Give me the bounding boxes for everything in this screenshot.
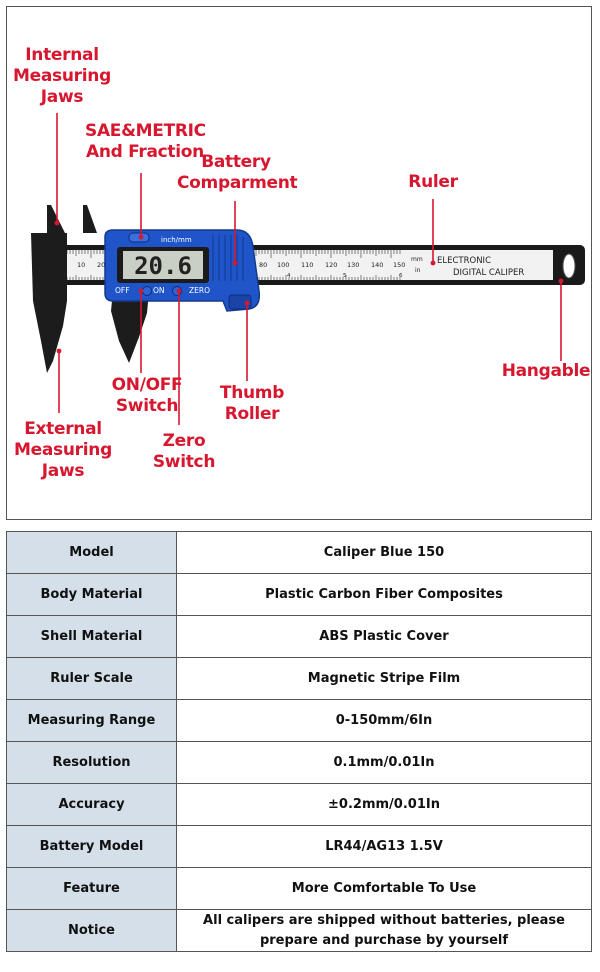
mm-unit-label: mm bbox=[411, 256, 423, 263]
ruler-inch-label: 4 bbox=[287, 273, 291, 279]
brand-line-1: ELECTRONIC bbox=[437, 256, 491, 266]
power-button[interactable] bbox=[142, 286, 152, 296]
label-thumb-roller: Thumb Roller bbox=[219, 383, 285, 424]
ruler-ticks: 10 20 80 100 110 120 130 140 150 4 5 6 bbox=[60, 250, 405, 280]
label-sae-metric: SAE&METRIC And Fraction bbox=[85, 121, 206, 162]
lcd-screen bbox=[123, 251, 203, 279]
hang-hole bbox=[562, 253, 576, 279]
caliper-illustration: 10 20 80 100 110 120 130 140 150 4 5 6 20.6 inch/mm… bbox=[31, 113, 585, 425]
spec-value: LR44/AG13 1.5V bbox=[176, 825, 592, 868]
fixed-internal-jaw bbox=[47, 205, 65, 233]
spec-key: Ruler Scale bbox=[6, 657, 177, 700]
ruler-mm-label: 100 bbox=[277, 261, 289, 269]
spec-key: Notice bbox=[6, 909, 177, 952]
off-label: OFF bbox=[115, 286, 130, 295]
ruler-inch-label: 5 bbox=[343, 273, 347, 279]
callout-leaders bbox=[56, 113, 562, 425]
thumb-roller[interactable] bbox=[228, 294, 252, 310]
unit-toggle-label: inch/mm bbox=[161, 236, 192, 244]
ruler-mm-label: 130 bbox=[347, 261, 359, 269]
label-on-off: ON/OFF Switch bbox=[111, 375, 183, 416]
ruler-mm-label: 10 bbox=[77, 261, 85, 269]
ruler-mm-label: 80 bbox=[259, 261, 267, 269]
ruler-mm-label: 110 bbox=[301, 261, 313, 269]
spec-value: More Comfortable To Use bbox=[176, 867, 592, 910]
caliper-diagram: 10 20 80 100 110 120 130 140 150 4 5 6 20.6 inch/mm… bbox=[6, 6, 592, 520]
spec-key: Model bbox=[6, 531, 177, 574]
label-external-jaws: External Measuring Jaws bbox=[14, 419, 112, 481]
spec-value: Caliper Blue 150 bbox=[176, 531, 592, 574]
label-zero-switch: Zero Switch bbox=[152, 431, 216, 472]
on-label: ON bbox=[153, 286, 165, 295]
fixed-external-jaw bbox=[31, 233, 67, 373]
label-battery: Battery Comparment bbox=[177, 152, 298, 193]
ruler-mm-label: 150 bbox=[393, 261, 405, 269]
label-ruler: Ruler bbox=[408, 172, 458, 192]
spec-value: 0.1mm/0.01In bbox=[176, 741, 592, 784]
zero-label: ZERO bbox=[189, 286, 210, 295]
spec-value: Plastic Carbon Fiber Composites bbox=[176, 573, 592, 616]
battery-compartment bbox=[212, 235, 244, 281]
spec-key: Body Material bbox=[6, 573, 177, 616]
in-unit-label: in bbox=[415, 267, 421, 274]
sliding-internal-jaw bbox=[83, 205, 97, 233]
sliding-external-jaw bbox=[111, 291, 149, 363]
spec-key: Accuracy bbox=[6, 783, 177, 826]
lcd-reading: 20.6 bbox=[134, 252, 192, 280]
ruler-mm-label: 20 bbox=[97, 261, 105, 269]
spec-key: Battery Model bbox=[6, 825, 177, 868]
label-hangable: Hangable bbox=[501, 361, 591, 381]
spec-key: Shell Material bbox=[6, 615, 177, 658]
brand-line-2: DIGITAL CALIPER bbox=[453, 268, 524, 278]
spec-value: Magnetic Stripe Film bbox=[176, 657, 592, 700]
spec-key: Measuring Range bbox=[6, 699, 177, 742]
spec-value: 0-150mm/6In bbox=[176, 699, 592, 742]
ruler-mm-label: 140 bbox=[371, 261, 383, 269]
spec-value: ABS Plastic Cover bbox=[176, 615, 592, 658]
spec-key: Feature bbox=[6, 867, 177, 910]
label-internal-jaws: Internal Measuring Jaws bbox=[13, 45, 111, 107]
spec-value: ±0.2mm/0.01In bbox=[176, 783, 592, 826]
ruler-inch-label: 6 bbox=[399, 273, 403, 279]
spec-key: Resolution bbox=[6, 741, 177, 784]
ruler-mm-label: 120 bbox=[325, 261, 337, 269]
spec-row: Accuracy±0.2mm/0.01In bbox=[6, 783, 592, 826]
callout-dots bbox=[54, 220, 564, 354]
spec-value: All calipers are shipped without batteri… bbox=[176, 909, 592, 952]
